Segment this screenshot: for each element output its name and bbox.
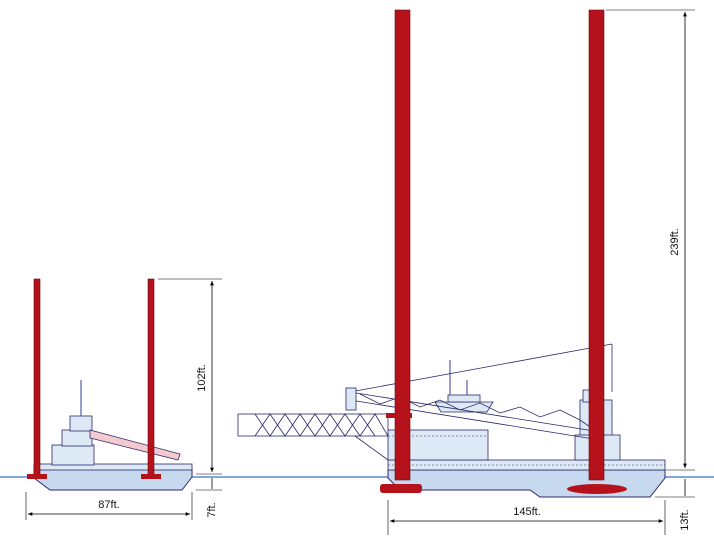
small-leg-left xyxy=(33,278,41,476)
crane-boom xyxy=(89,429,181,461)
large-jackup-vessel xyxy=(237,9,666,498)
small-leg-right xyxy=(147,278,155,476)
large-draft-label: 13ft. xyxy=(679,509,691,530)
small-leg-height-label: 102ft. xyxy=(196,364,208,392)
large-spudcan-right xyxy=(567,484,627,494)
crane-boom-lattice xyxy=(349,343,613,441)
small-length-label: 87ft. xyxy=(98,499,119,511)
small-dimensions: 102ft. 87ft. 7ft. xyxy=(25,278,222,520)
small-spudcan-left xyxy=(27,474,47,479)
small-hull xyxy=(33,467,193,491)
small-accommodation xyxy=(51,444,95,466)
small-jackup-vessel xyxy=(27,278,193,491)
large-leg-left xyxy=(394,9,411,481)
large-length-label: 145ft. xyxy=(513,506,541,518)
large-spudcan-left xyxy=(380,484,422,493)
small-wheelhouse xyxy=(69,415,93,432)
large-leg-right xyxy=(588,9,605,481)
small-bridge xyxy=(61,429,93,447)
gangway xyxy=(237,413,389,461)
small-draft-label: 7ft. xyxy=(206,502,218,517)
large-hull xyxy=(387,469,666,498)
small-spudcan-right xyxy=(141,474,161,479)
large-leg-height-label: 239ft. xyxy=(669,228,681,256)
large-dimensions: 239ft. 145ft. 13ft. xyxy=(387,9,695,535)
